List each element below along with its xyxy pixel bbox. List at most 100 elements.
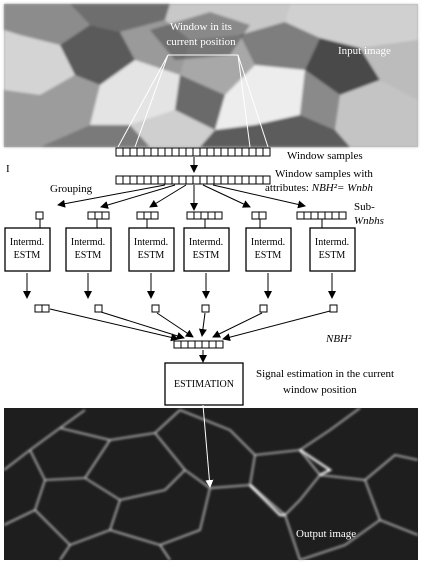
window-sample-cell <box>220 147 229 157</box>
sub-wnbh-group-5-cell <box>258 211 267 220</box>
sub-label: Sub- <box>354 201 375 213</box>
window-sample-cell <box>171 147 180 157</box>
attribute-sample-cell <box>150 175 159 185</box>
intermediate-estimator-6-line1: Intermd. <box>315 237 349 248</box>
window-sample-cell <box>185 147 194 157</box>
intermediate-estimator-5-line1: Intermd. <box>251 237 285 248</box>
intermediate-estimator-1-line2: ESTM <box>14 250 41 261</box>
window-sample-cell <box>164 147 173 157</box>
window-sample-cell <box>115 147 124 157</box>
attribute-sample-cell <box>136 175 145 185</box>
window-sample-cell <box>206 147 215 157</box>
attribute-sample-cell <box>115 175 124 185</box>
sub-wnbh-group-6-cell <box>310 211 319 220</box>
attribute-sample-cell <box>234 175 243 185</box>
sub-wnbh-group-6-cell <box>338 211 347 220</box>
window-sample-cell <box>255 147 264 157</box>
sub-wnbh-group-3-cell <box>150 211 159 220</box>
signal-estimation-label-line1: Signal estimation in the current <box>256 368 394 380</box>
sub-wnbh-group-6-cell <box>317 211 326 220</box>
sub-wnbh-group-5-cell <box>251 211 260 220</box>
intermediate-estimator-1-line1: Intermd. <box>10 237 44 248</box>
sub-wnbh-group-2-cell <box>87 211 96 220</box>
window-label-line1: Window in its <box>170 21 232 33</box>
attribute-sample-cell <box>185 175 194 185</box>
attributes-formula: NBH²= Wnbh <box>311 182 374 194</box>
sub-wnbh-group-4-cell <box>214 211 223 220</box>
attribute-sample-cell <box>164 175 173 185</box>
attribute-sample-cell <box>248 175 257 185</box>
estimator-arrows <box>23 219 336 299</box>
intermediate-estimator-6-line2: ESTM <box>319 250 346 261</box>
attributes-label-line1: Window samples with <box>275 168 373 180</box>
intermediate-estimator-4-line2: ESTM <box>193 250 220 261</box>
attribute-sample-cell <box>227 175 236 185</box>
window-sample-cell <box>136 147 145 157</box>
window-sample-cell <box>150 147 159 157</box>
sub-wnbh-group-4-cell <box>186 211 195 220</box>
window-sample-cell <box>234 147 243 157</box>
attribute-sample-cell <box>241 175 250 185</box>
attribute-sample-cell <box>171 175 180 185</box>
attribute-sample-cell <box>178 175 187 185</box>
intermediate-estimator-4-line1: Intermd. <box>189 237 223 248</box>
attribute-samples-row <box>115 175 271 185</box>
sub-wnbh-group-6-cell <box>331 211 340 220</box>
nbh2-samples-row <box>173 340 224 349</box>
attribute-sample-cell <box>157 175 166 185</box>
intermediate-estimator-5: Intermd. ESTM <box>245 227 292 272</box>
window-label-line2: current position <box>166 36 236 48</box>
sub-wnbh-group-6-cell <box>296 211 305 220</box>
grouping-arrows <box>57 184 306 211</box>
intermediate-estimators: Intermd. ESTM Intermd. ESTM Intermd. EST… <box>4 227 356 272</box>
estimation-label: ESTIMATION <box>174 379 234 390</box>
attribute-sample-cell <box>255 175 264 185</box>
window-sample-cell <box>227 147 236 157</box>
window-sample-cell <box>241 147 250 157</box>
sub-wnbh-group-6-cell <box>303 211 312 220</box>
intermediate-estimator-2-line1: Intermd. <box>71 237 105 248</box>
intermediate-estimator-6: Intermd. ESTM <box>309 227 356 272</box>
input-image-label: Input image <box>338 45 391 57</box>
window-samples-row <box>115 147 271 157</box>
window-sample-cell <box>129 147 138 157</box>
sub-wnbh-group-2-cell <box>101 211 110 220</box>
window-samples-label: Window samples <box>287 150 363 162</box>
intermediate-estimator-4: Intermd. ESTM <box>183 227 230 272</box>
sub-wnbh-group-6-cell <box>324 211 333 220</box>
window-sample-cell <box>213 147 222 157</box>
attributes-label-line2: attributes: NBH²= Wnbh <box>265 182 373 194</box>
window-outline <box>117 54 269 148</box>
sub-wnbh-group-3-cell <box>136 211 145 220</box>
attribute-sample-cell <box>129 175 138 185</box>
intermediate-estimator-1: Intermd. ESTM <box>4 227 51 272</box>
sub-wnbh-group-4-cell <box>207 211 216 220</box>
sub-wnbh-group-4-cell <box>200 211 209 220</box>
input-image <box>4 4 418 147</box>
sub-wnbh-group-1-cell <box>35 211 44 220</box>
window-sample-cell <box>178 147 187 157</box>
window-sample-cell <box>199 147 208 157</box>
merge-arrows <box>49 308 331 342</box>
grouping-label: Grouping <box>50 183 93 195</box>
window-sample-cell <box>262 147 271 157</box>
arrow-estimation-to-output <box>202 404 214 488</box>
window-sample-cell <box>122 147 131 157</box>
intermediate-estimator-3: Intermd. ESTM <box>128 227 175 272</box>
attribute-sample-cell <box>262 175 271 185</box>
nbh2-sample-cell <box>180 340 189 349</box>
nbh2-sample-cell <box>208 340 217 349</box>
sub-wnbh-group-3-cell <box>143 211 152 220</box>
window-sample-cell <box>248 147 257 157</box>
estimation-box: ESTIMATION <box>164 362 244 406</box>
window-sample-cell <box>143 147 152 157</box>
sub-wnbh-group-4-cell <box>193 211 202 220</box>
intermediate-estimator-3-line1: Intermd. <box>134 237 168 248</box>
nbh2-sample-cell <box>215 340 224 349</box>
signal-estimation-label-line2: window position <box>283 384 357 396</box>
intermediate-estimator-2-line2: ESTM <box>75 250 102 261</box>
intermediate-estimator-2: Intermd. ESTM <box>65 227 112 272</box>
nbh2-label: NBH² <box>325 333 352 345</box>
